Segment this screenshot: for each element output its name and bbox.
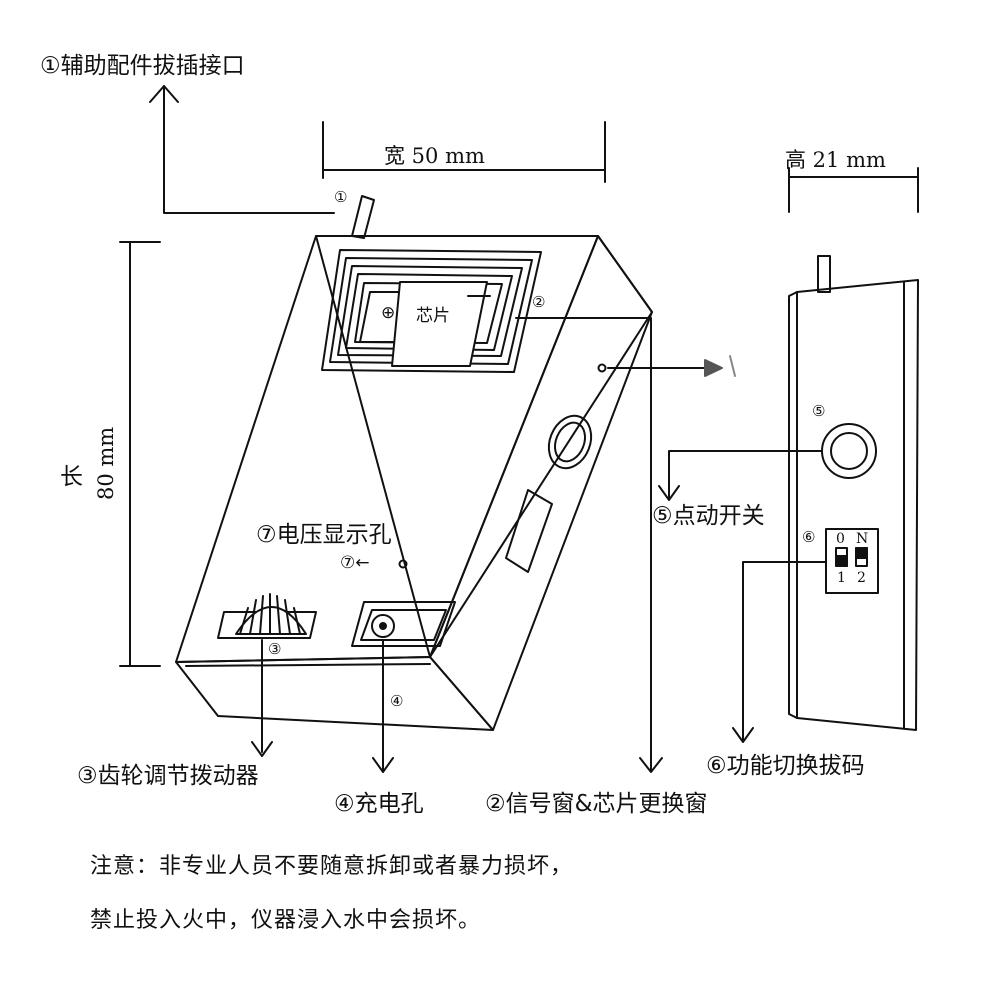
callout-1: ① (334, 188, 348, 206)
dip-label-bottom-left: 1 (837, 570, 846, 586)
side-view-left-edge (788, 291, 798, 719)
side-arrow-head (704, 359, 723, 377)
charge-arrowhead (372, 757, 394, 773)
chip-label: 芯片 (416, 306, 450, 326)
side-slot (505, 489, 553, 573)
antenna (351, 195, 375, 239)
switch-leader (668, 450, 823, 499)
charge-hole (371, 614, 395, 638)
device-inner-edge (185, 663, 431, 667)
dip-switch-frame (825, 528, 879, 594)
side-button-inner (554, 421, 586, 463)
length-char: 长 (60, 464, 83, 490)
screw-icon: ⊕ (381, 303, 396, 323)
width-label: 宽 50 mm (384, 144, 485, 168)
dipswitch-label: ⑥功能切换拔码 (706, 753, 865, 779)
dip-lever-2-fill (855, 547, 868, 559)
callout-3: ③ (268, 640, 282, 658)
dip-leader (742, 561, 827, 741)
signal-window-frame-2 (329, 257, 533, 365)
side-view-body (796, 279, 919, 731)
signal-window-frame-1 (321, 249, 542, 373)
window-leader (515, 317, 652, 771)
charge-pin (379, 622, 387, 630)
push-switch-inner (830, 432, 868, 470)
side-view-antenna (817, 255, 831, 293)
side-dot (597, 363, 607, 373)
window-arrowhead (639, 757, 663, 773)
switch-arrowhead (658, 485, 680, 501)
window-label: ②信号窗&芯片更换窗 (485, 791, 708, 817)
signal-window-frame-4 (345, 273, 513, 351)
port-label: ①辅助配件拔插接口 (40, 53, 245, 79)
dip-label-bottom-right: 2 (857, 570, 866, 586)
charge-label: ④充电孔 (334, 791, 424, 817)
dip-label-top-right: N (856, 531, 869, 547)
switch-label: ⑤点动开关 (652, 503, 765, 529)
device-bottom-face (175, 656, 494, 731)
voltage-label: ⑦电压显示孔 (256, 522, 392, 548)
gear-teeth (239, 593, 301, 635)
voltage-hole (398, 559, 408, 569)
charge-inner (360, 609, 447, 641)
dip-label-top-left: 0 (836, 531, 845, 547)
charge-frame (351, 601, 456, 647)
port-leader (163, 85, 335, 214)
dial-label: ③齿轮调节拨动器 (77, 763, 259, 789)
note-line-2: 禁止投入火中，仪器浸入水中会损坏。 (90, 908, 482, 933)
callout-4: ④ (390, 692, 404, 710)
length-value: 80 mm (94, 426, 118, 500)
side-arrow-tail (729, 355, 736, 377)
chip-block (391, 281, 488, 367)
height-label: 高 21 mm (785, 148, 886, 172)
voltage-marker: ⑦← (340, 553, 370, 573)
callout-2: ② (532, 293, 546, 311)
note-line-1: 注意：非专业人员不要随意拆卸或者暴力损坏， (90, 854, 574, 879)
side-button (547, 414, 593, 470)
callout-6: ⑥ (802, 528, 816, 546)
signal-window-frame-3 (337, 265, 523, 357)
dial-arrowhead (251, 741, 273, 757)
callout-5: ⑤ (812, 402, 826, 420)
dip-arrowhead (732, 727, 754, 743)
port-arrowhead (149, 85, 179, 103)
dip-lever-1-fill (835, 555, 848, 567)
